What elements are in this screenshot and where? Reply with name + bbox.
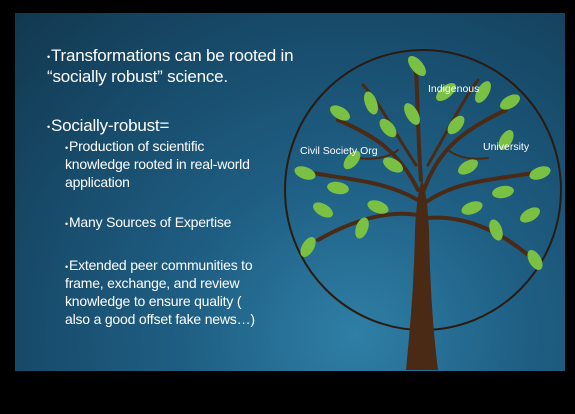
sub-bullet-text: Production of scientific xyxy=(68,138,205,154)
tree-branches xyxy=(306,68,542,257)
sub-bullet-text: also a good offset fake news…) xyxy=(65,311,255,327)
bullet-dot-icon: • xyxy=(65,219,68,229)
label-indigenous: Indigenous xyxy=(428,83,479,95)
label-civil-society: Civil Society Org xyxy=(300,145,378,157)
bullet-dot-icon: • xyxy=(65,262,68,272)
sub-bullet-text: frame, exchange, and review xyxy=(65,275,240,291)
sub-bullet-expertise: •Many Sources of Expertise xyxy=(65,213,231,231)
bullet-text-line2: “socially robust” science. xyxy=(47,67,228,86)
bullet-transformations: •Transformations can be rooted in “socia… xyxy=(47,45,294,87)
bullet-dot-icon: • xyxy=(47,52,50,62)
sub-bullet-production: •Production of scientific knowledge root… xyxy=(65,137,250,191)
bullet-dot-icon: • xyxy=(65,143,68,153)
sub-bullet-text: Many Sources of Expertise xyxy=(68,214,232,230)
tree-leaves xyxy=(294,56,551,270)
sub-bullet-text: knowledge to ensure quality ( xyxy=(65,293,242,309)
bullet-socially-robust: •Socially-robust= xyxy=(47,115,169,136)
sub-bullet-text: application xyxy=(65,174,130,190)
bullet-dot-icon: • xyxy=(47,122,50,132)
sub-bullet-text: knowledge rooted in real-world xyxy=(65,156,250,172)
sub-bullet-peer-communities: •Extended peer communities to frame, exc… xyxy=(65,256,255,328)
bullet-text: Socially-robust= xyxy=(50,116,170,135)
sub-bullet-text: Extended peer communities to xyxy=(68,257,253,273)
tree-illustration: Indigenous Civil Society Org University xyxy=(284,49,562,370)
tree-trunk xyxy=(406,180,438,370)
presentation-slide: •Transformations can be rooted in “socia… xyxy=(15,13,565,371)
bullet-text: Transformations can be rooted in xyxy=(50,46,294,65)
label-university: University xyxy=(483,141,530,153)
